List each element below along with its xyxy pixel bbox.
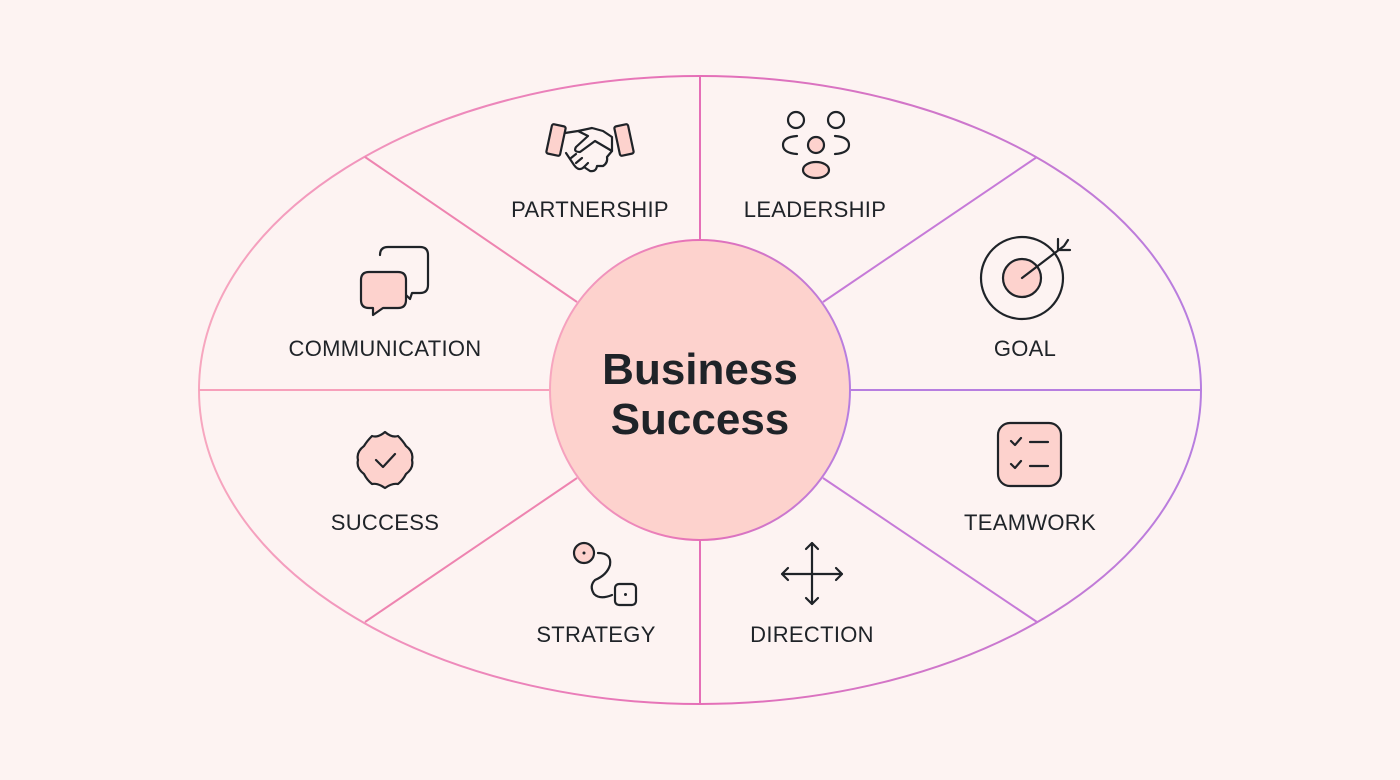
move-arrows-icon bbox=[780, 541, 844, 606]
segment-label-communication: COMMUNICATION bbox=[289, 336, 482, 361]
badge-check-icon bbox=[356, 430, 414, 490]
segment-label-strategy: STRATEGY bbox=[536, 622, 655, 647]
center-title-line2: Success bbox=[611, 395, 790, 444]
segment-label-teamwork: TEAMWORK bbox=[964, 510, 1096, 535]
segment-label-success: SUCCESS bbox=[331, 510, 439, 535]
handshake-icon bbox=[545, 123, 635, 173]
segment-label-direction: DIRECTION bbox=[750, 622, 874, 647]
people-group-icon bbox=[781, 110, 851, 180]
chat-bubbles-icon bbox=[359, 245, 430, 317]
checklist-icon bbox=[996, 421, 1063, 488]
center-circle bbox=[549, 239, 851, 541]
path-icon bbox=[572, 541, 638, 607]
divider-lines bbox=[199, 76, 1201, 704]
segment-label-goal: GOAL bbox=[994, 336, 1056, 361]
center-title-line1: Business bbox=[602, 345, 798, 394]
segment-label-partnership: PARTNERSHIP bbox=[511, 197, 669, 222]
target-icon bbox=[979, 235, 1072, 321]
segment-label-leadership: LEADERSHIP bbox=[744, 197, 886, 222]
